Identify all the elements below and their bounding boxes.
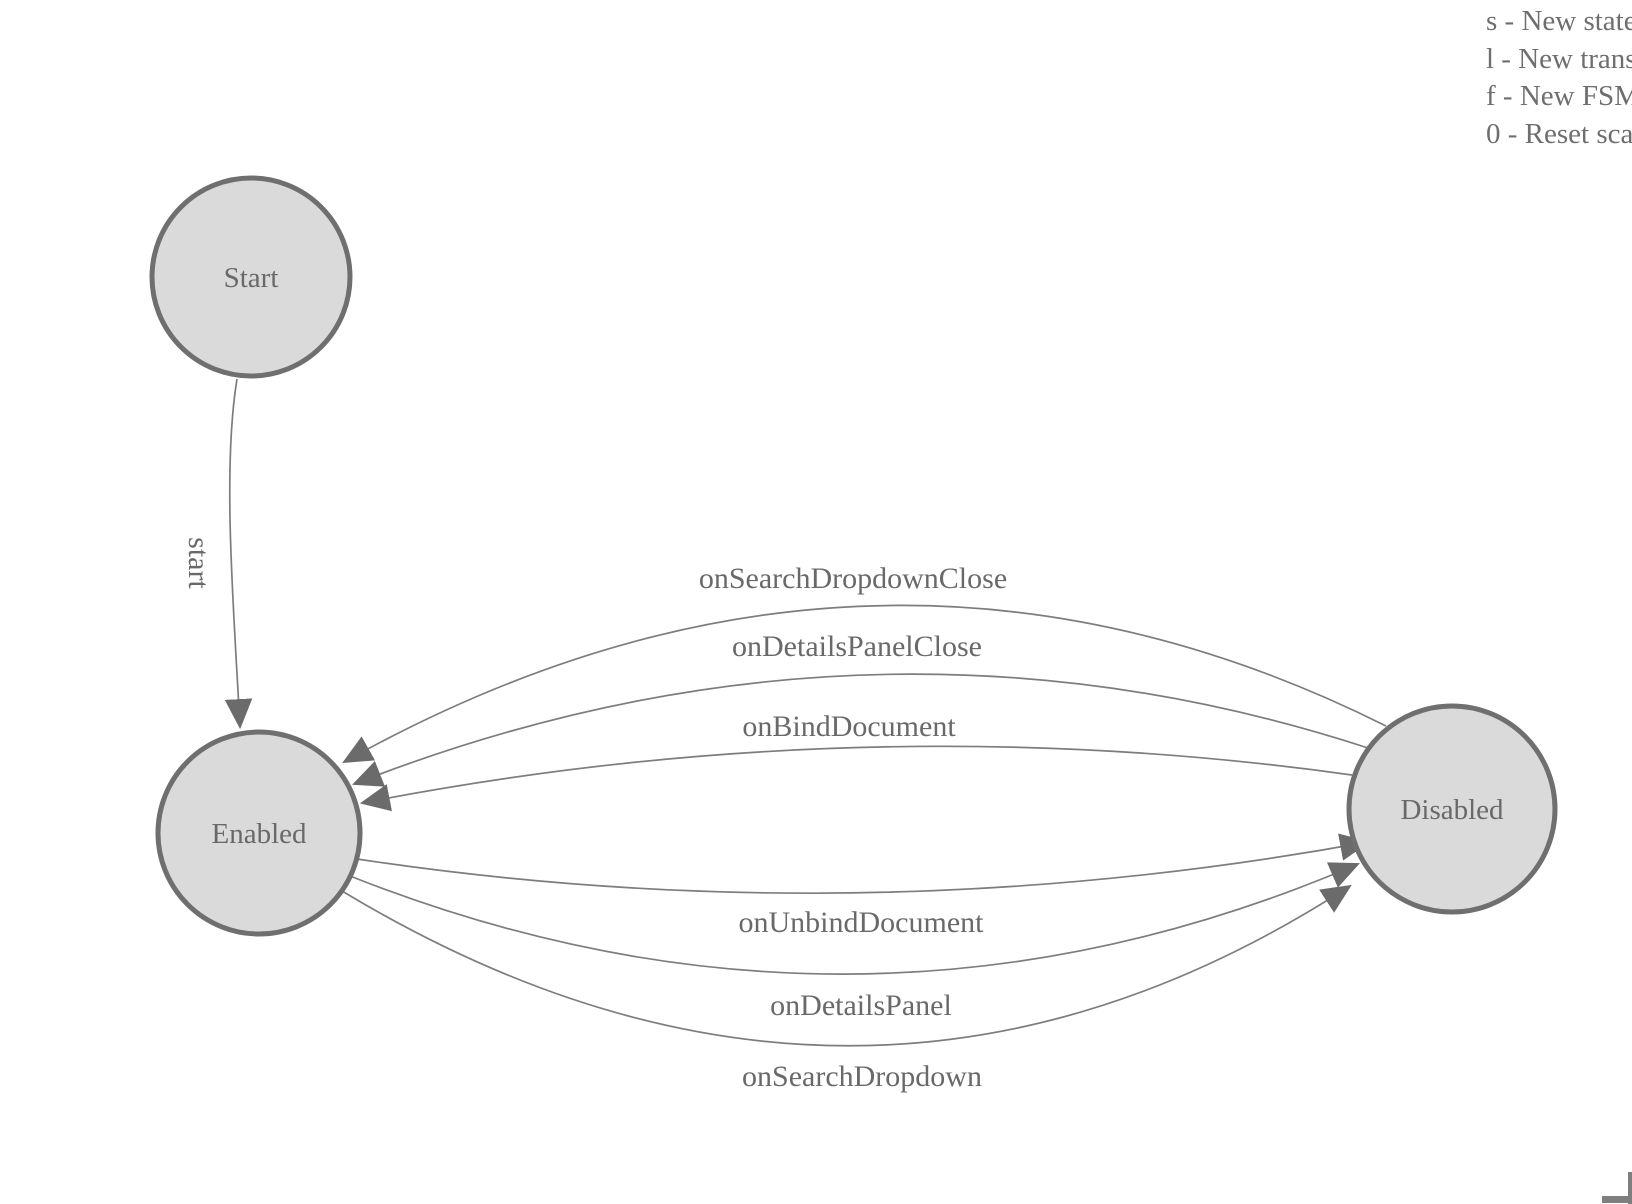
transition-onSearchDropdown[interactable] [341, 884, 1352, 1047]
transition-onUnbindDocument[interactable] [356, 833, 1371, 895]
legend-line-new-state: s - New state [1486, 5, 1632, 37]
legend-line-reset-scale: 0 - Reset scale [1486, 117, 1632, 150]
transition-onDetailsPanel[interactable] [349, 862, 1360, 975]
state-start-circle[interactable] [149, 175, 353, 379]
transition-onSearchDropdownClose[interactable] [342, 604, 1387, 764]
transition-onDetailsPanelClose[interactable] [352, 673, 1369, 787]
transition-onBindDocument-label[interactable]: onBindDocument [742, 710, 956, 743]
state-disabled-label: Disabled [1400, 794, 1504, 826]
transition-start-label[interactable]: start [182, 537, 215, 589]
state-start-label: Start [224, 262, 279, 294]
state-enabled-circle[interactable] [155, 729, 363, 937]
transition-start[interactable] [224, 378, 253, 730]
state-enabled-label: Enabled [211, 818, 307, 850]
state-start[interactable]: Start [149, 175, 353, 379]
clipped-corner-shape [1602, 1196, 1632, 1203]
state-enabled[interactable]: Enabled [155, 729, 363, 937]
legend-line-new-transition: l - New transition [1486, 42, 1632, 75]
transition-onDetailsPanel-label[interactable]: onDetailsPanel [770, 989, 952, 1022]
legend-line-new-fsm: f - New FSM [1486, 80, 1632, 112]
shortcut-legend: s - New state l - New transition f - New… [1486, 3, 1632, 153]
transition-onSearchDropdownClose-label[interactable]: onSearchDropdownClose [699, 562, 1007, 595]
transition-onBindDocument[interactable] [359, 745, 1353, 812]
state-disabled-circle[interactable] [1346, 703, 1558, 915]
transition-onDetailsPanelClose-label[interactable]: onDetailsPanelClose [732, 630, 982, 663]
state-disabled[interactable]: Disabled [1346, 703, 1558, 915]
clipped-corner-shape [1628, 1172, 1632, 1204]
transition-onSearchDropdown-label[interactable]: onSearchDropdown [742, 1060, 982, 1093]
transition-onUnbindDocument-label[interactable]: onUnbindDocument [739, 906, 985, 939]
